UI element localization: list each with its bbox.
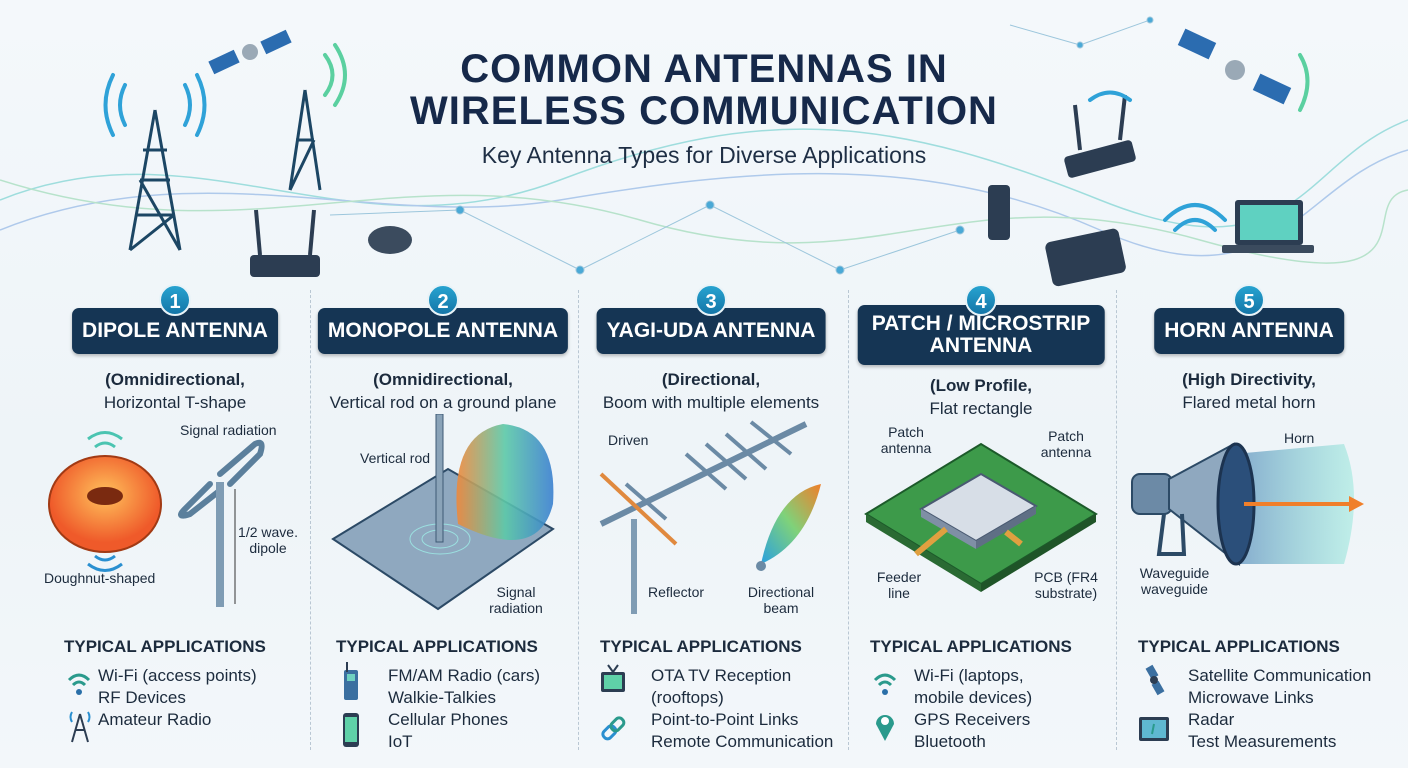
smart-speaker-icon xyxy=(368,226,412,254)
application-item: FM/AM Radio (cars) xyxy=(388,666,541,685)
vertical-rod xyxy=(435,414,444,543)
application-item: Radar xyxy=(1188,710,1235,729)
tablet-device xyxy=(1045,228,1126,287)
number-badge: 1 xyxy=(159,284,191,316)
laptop-device xyxy=(1222,200,1314,253)
dipole-antenna-card: 1 DIPOLE ANTENNA (Omnidirectional,Horizo… xyxy=(40,284,310,768)
application-item: GPS Receivers xyxy=(914,710,1031,729)
tv-icon xyxy=(601,664,625,692)
yagi-diagram xyxy=(599,420,821,614)
number-badge: 3 xyxy=(695,284,727,316)
column-divider xyxy=(848,290,849,750)
walkie-talkie-device xyxy=(988,185,1010,240)
router-right-icon xyxy=(1064,94,1136,178)
application-item: IoT xyxy=(388,732,413,751)
antenna-description: (Low Profile,Flat rectangle xyxy=(929,376,1033,418)
application-item: mobile devices) xyxy=(914,688,1033,707)
application-item: (rooftops) xyxy=(651,688,724,707)
label-driven: Driven xyxy=(608,432,649,448)
dipole-diagram xyxy=(48,431,265,607)
waveguide xyxy=(1131,473,1173,515)
label-patch-antenna: Patch antenna xyxy=(880,424,932,456)
application-item: Wi-Fi (laptops, xyxy=(914,666,1024,685)
satellite-right-icon xyxy=(1177,28,1292,105)
apps-heading: TYPICAL APPLICATIONS xyxy=(64,637,266,656)
location-pin-icon xyxy=(876,715,894,741)
label-doughnut-shaped: Doughnut-shaped xyxy=(44,570,156,586)
number-badge: 4 xyxy=(965,284,997,316)
wifi-icon xyxy=(67,673,91,695)
label-feeder-line: Feeder line xyxy=(876,569,922,601)
application-item: Microwave Links xyxy=(1188,688,1314,707)
main-subtitle: Key Antenna Types for Diverse Applicatio… xyxy=(481,142,927,168)
application-item: Test Measurements xyxy=(1188,732,1337,751)
application-item: Satellite Communication xyxy=(1188,666,1372,685)
directional-beam xyxy=(761,484,821,564)
apps-heading: TYPICAL APPLICATIONS xyxy=(1138,637,1340,656)
column-divider xyxy=(578,290,579,750)
antenna-description: (Directional,Boom with multiple elements xyxy=(602,370,820,412)
application-item: Walkie-Talkies xyxy=(388,688,497,707)
reflector xyxy=(599,472,678,546)
number-badge: 2 xyxy=(427,284,459,316)
satellite-icon xyxy=(1145,664,1165,696)
application-item: Remote Communication xyxy=(651,732,834,751)
horn-antenna-card: 5 HORN ANTENNA (High Directivity,Flared … xyxy=(1114,284,1384,768)
wifi-router-icon xyxy=(250,209,320,277)
walkie-talkie-icon xyxy=(344,662,358,700)
antenna-description: (Omnidirectional,Horizontal T-shape xyxy=(103,370,247,412)
application-item: OTA TV Reception xyxy=(651,666,792,685)
column-divider xyxy=(1116,290,1117,750)
application-item: Point-to-Point Links xyxy=(651,710,799,729)
column-divider xyxy=(310,290,311,750)
label-reflector: Reflector xyxy=(648,584,705,600)
label-waveguide: Waveguide waveguide xyxy=(1139,565,1210,597)
label-half-wave-dipole: 1/2 wave. dipole xyxy=(238,524,298,556)
background-network-illustration xyxy=(0,16,1408,287)
antenna-description: (High Directivity,Flared metal horn xyxy=(1182,370,1316,412)
label-signal-radiation: Signal radiation xyxy=(180,422,277,438)
radio-tower-icon xyxy=(69,711,91,743)
patch-diagram xyxy=(864,442,1098,592)
cell-tower-icon xyxy=(128,89,322,252)
antenna-title: YAGI-UDA ANTENNA xyxy=(596,308,826,354)
apps-heading: TYPICAL APPLICATIONS xyxy=(870,637,1072,656)
monopole-diagram xyxy=(331,414,555,611)
application-item: Wi-Fi (access points) xyxy=(98,666,257,685)
horn-diagram xyxy=(1131,442,1364,567)
label-directional-beam: Directional beam xyxy=(747,584,815,616)
label-signal-radiation: Signal radiation xyxy=(489,584,543,616)
apps-heading: TYPICAL APPLICATIONS xyxy=(336,637,538,656)
application-item: Bluetooth xyxy=(914,732,986,751)
monopole-antenna-card: 2 MONOPOLE ANTENNA (Omnidirectional,Vert… xyxy=(308,284,578,768)
application-item: Cellular Phones xyxy=(388,710,509,729)
apps-heading: TYPICAL APPLICATIONS xyxy=(600,637,802,656)
antenna-description: (Omnidirectional,Vertical rod on a groun… xyxy=(329,370,557,412)
application-item: RF Devices xyxy=(98,688,186,707)
label-horn: Horn xyxy=(1284,430,1315,446)
yagi-uda-antenna-card: 3 YAGI-UDA ANTENNA (Directional,Boom wit… xyxy=(576,284,846,768)
dipole-element xyxy=(178,439,265,519)
label-vertical-rod: Vertical rod xyxy=(360,450,431,466)
number-badge: 5 xyxy=(1233,284,1265,316)
link-icon xyxy=(601,716,626,741)
radiation-hemisphere xyxy=(456,424,554,540)
label-patch-antenna: Patch antenna xyxy=(1040,428,1092,460)
wifi-icon xyxy=(873,673,897,695)
satellite-icon xyxy=(208,29,292,75)
main-title-line1: COMMON ANTENNAS IN xyxy=(460,47,948,91)
label-pcb-substrate: PCB (FR4 substrate) xyxy=(1034,569,1098,601)
feeder-line xyxy=(914,526,948,557)
application-item: Amateur Radio xyxy=(98,710,212,729)
radar-screen-icon xyxy=(1139,717,1169,741)
main-title-line2: WIRELESS COMMUNICATION xyxy=(410,89,998,133)
smartphone-icon xyxy=(343,713,359,747)
antenna-title: HORN ANTENNA xyxy=(1154,308,1344,354)
